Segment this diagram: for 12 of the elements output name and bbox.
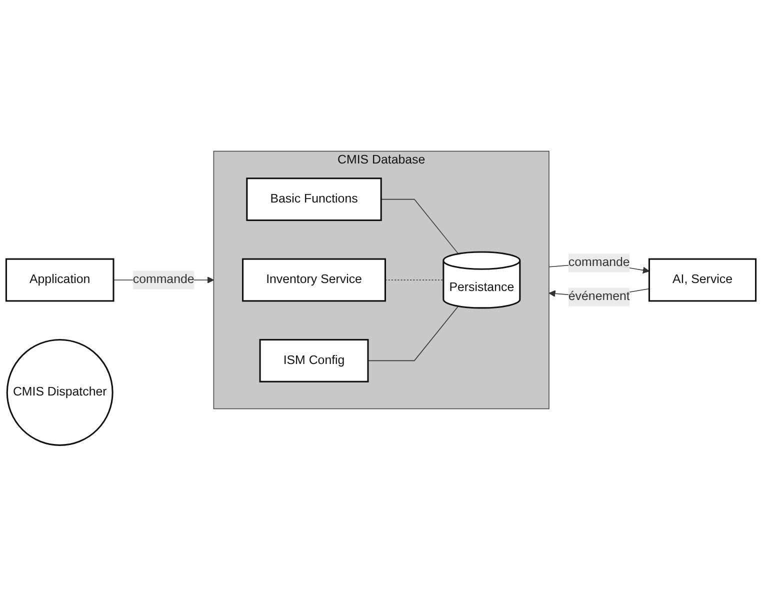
node-box: Basic Functions bbox=[246, 177, 382, 221]
edge-label: commande bbox=[568, 256, 630, 269]
node-box: ISM Config bbox=[259, 338, 369, 382]
connector bbox=[384, 279, 444, 280]
node-circle: CMIS Dispatcher bbox=[6, 338, 114, 446]
edge-label: événement bbox=[568, 290, 630, 304]
node-box: Inventory Service bbox=[242, 258, 386, 302]
node-box: AI, Service bbox=[648, 258, 757, 302]
edge-label: commande bbox=[132, 272, 194, 286]
connector bbox=[368, 306, 459, 361]
connector bbox=[380, 198, 459, 254]
node-box: Application bbox=[5, 258, 114, 302]
